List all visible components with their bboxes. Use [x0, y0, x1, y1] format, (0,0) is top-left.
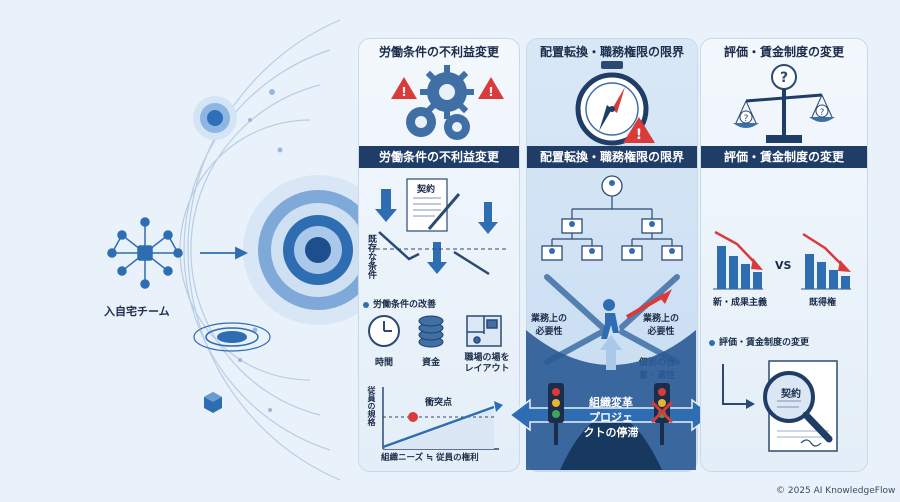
comparison-bar-charts [713, 230, 851, 290]
collision-chart [382, 387, 503, 450]
vs-label: VS [775, 259, 792, 272]
copyright-text: © 2025 AI KnowledgeFlow [776, 486, 896, 496]
eval-contract-label: 契約 [781, 389, 801, 400]
panel2-band: 配置転換・職務権限の限界 [527, 146, 697, 168]
panel-evaluation: 評価・賃金制度の変更 ? ? ? 評価・賃金制度の変更 VS 新・成果主義 既得… [700, 38, 868, 472]
cube-icon [204, 392, 222, 413]
icon-label-layout: 職場の場を レイアウト [464, 353, 510, 374]
ripple-icon [193, 322, 271, 352]
existing-conditions-label: 既存な条件 [366, 234, 376, 279]
svg-text:!: ! [488, 85, 493, 99]
contract-label: 契約 [417, 185, 436, 195]
svg-text:?: ? [820, 108, 825, 118]
icon-label-time: 時間 [374, 358, 393, 368]
project-stall-label: 組織変革 プロジェ クトの停滞 [583, 396, 639, 439]
individual-consent-label: 個別の合 意・適性 [639, 358, 676, 381]
eval-section-text: 評価・賃金制度の変更 [719, 338, 810, 348]
improvement-icons [368, 315, 502, 348]
contract-downtrend-diagram [369, 178, 509, 276]
improvement-text: 労働条件の改善 [373, 300, 437, 310]
vested-rights-label: 既得権 [809, 298, 837, 308]
target-large-icon [243, 175, 393, 325]
target-small-icon [193, 96, 237, 140]
team-network-icon [107, 217, 183, 289]
concentric-arcs-decoration [107, 19, 393, 481]
left-necessity-label: 業務上の 必要性 [531, 314, 568, 337]
right-necessity-label: 業務上の 必要性 [643, 314, 680, 337]
clock-icon [368, 315, 400, 347]
svg-text:!: ! [401, 85, 406, 99]
panel3-band: 評価・賃金制度の変更 [701, 146, 867, 168]
eval-section-heading: 評価・賃金制度の変更 [709, 335, 809, 348]
gears-warning-icon: ! ! [391, 65, 504, 140]
coins-icon [418, 315, 444, 348]
left-bar-chart [713, 230, 763, 290]
svg-text:?: ? [780, 70, 788, 86]
panel-labor-conditions: 労働条件の不利益変更 ! ! 労働条件の不利益変更 契約 既存な条件 労働条件の… [358, 38, 520, 472]
panel1-band: 労働条件の不利益変更 [359, 146, 519, 168]
walking-person-icon [601, 299, 619, 339]
x-axis-label: 組織ニーズ ≒ 従員の権利 [381, 453, 479, 463]
panel3-title: 評価・賃金制度の変更 [723, 45, 844, 59]
new-performance-label: 新・成果主義 [713, 298, 768, 308]
improvement-heading: 労働条件の改善 [363, 297, 436, 310]
scales-question-icon: ? ? ? [733, 64, 835, 143]
contract-magnifier-icon [722, 360, 838, 452]
arrow-right-icon [200, 246, 249, 260]
floorplan-icon [466, 315, 502, 347]
team-label: 入自宅チーム [104, 305, 170, 318]
svg-text:!: ! [636, 127, 642, 143]
panel2-title: 配置転換・職務権限の限界 [539, 45, 684, 59]
panel1-title: 労働条件の不利益変更 [378, 45, 499, 59]
svg-text:?: ? [744, 114, 749, 124]
y-axis-label: 従員の規格 [367, 386, 376, 426]
icon-label-funds: 資金 [421, 358, 440, 368]
stopwatch-warning-icon: ! [575, 61, 655, 146]
org-chart-icon [541, 175, 683, 261]
right-bar-chart [801, 232, 851, 290]
collision-label: 衝突点 [425, 398, 453, 408]
